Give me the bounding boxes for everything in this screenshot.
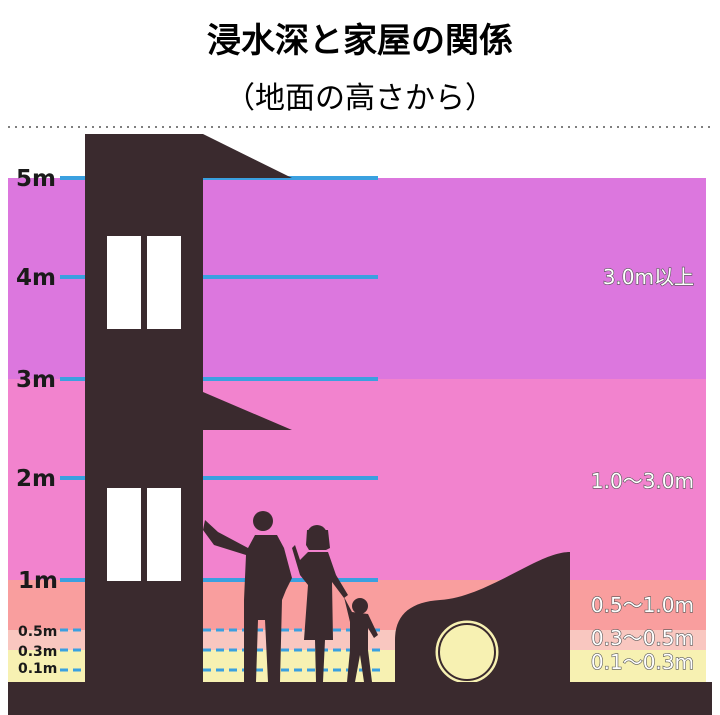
- page-subtitle: （地面の高さから）: [225, 81, 495, 116]
- axis-label-03m: 0.3m: [18, 644, 57, 660]
- axis-label-2m: 2m: [16, 466, 56, 492]
- car-silhouette-icon: [395, 552, 570, 685]
- zone-label-03-05m: 0.3～0.5m: [591, 626, 694, 650]
- axis-label-3m: 3m: [16, 367, 56, 393]
- axis-label-01m: 0.1m: [18, 661, 57, 677]
- axis-label-5m: 5m: [16, 166, 56, 192]
- axis-label-4m: 4m: [16, 265, 56, 291]
- ground: [8, 682, 712, 715]
- woman-silhouette-icon: [292, 525, 348, 682]
- building-silhouette-icon: [85, 134, 292, 684]
- axis-label-1m: 1m: [18, 568, 58, 594]
- child-silhouette-icon: [344, 597, 378, 682]
- axis-label-05m: 0.5m: [18, 624, 57, 640]
- man-silhouette-icon: [203, 511, 292, 682]
- zone-label-01-03m: 0.1～0.3m: [591, 650, 694, 674]
- zone-label-1-3m: 1.0～3.0m: [591, 469, 694, 493]
- zone-label-05-1m: 0.5～1.0m: [591, 593, 694, 617]
- page-title: 浸水深と家屋の関係: [207, 21, 513, 61]
- zone-label-3m-plus: 3.0m以上: [603, 265, 694, 289]
